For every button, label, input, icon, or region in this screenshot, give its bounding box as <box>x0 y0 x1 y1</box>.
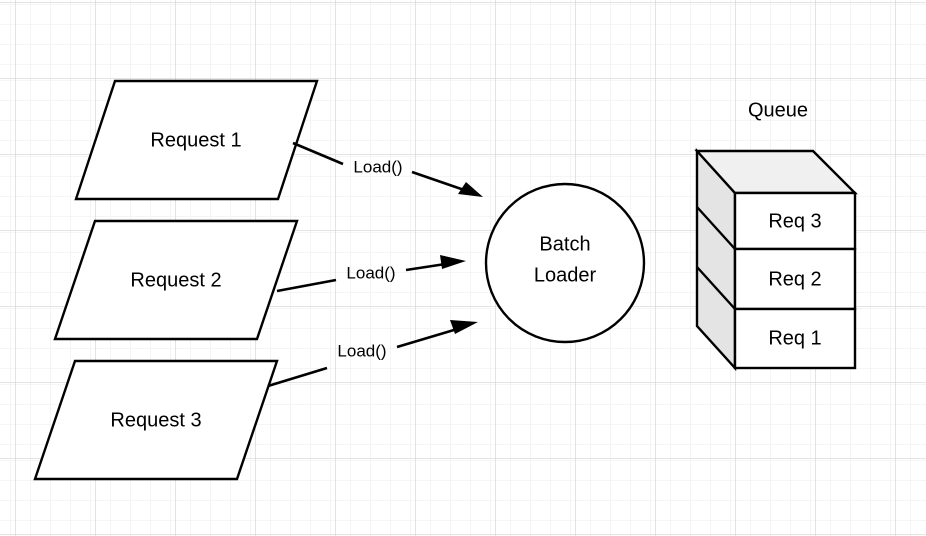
node-queue-stack[interactable]: Queue Req 3 Req 2 Req 1 <box>694 99 858 372</box>
queue-item-3-box[interactable] <box>733 191 857 251</box>
batch-loader-shape[interactable] <box>484 182 646 344</box>
queue-item-req-3[interactable]: Req 3 <box>733 191 857 251</box>
edge-3-arrowhead <box>450 320 478 334</box>
queue-item-req-2[interactable]: Req 2 <box>733 247 857 311</box>
request-3-label: Request 3 <box>110 409 201 431</box>
request-1-shape[interactable] <box>74 79 319 201</box>
queue-item-req-1[interactable]: Req 1 <box>733 307 857 370</box>
node-batch-loader[interactable]: Batch Loader <box>484 182 646 344</box>
queue-item-2-label: Req 2 <box>768 268 821 290</box>
edge-request-1-to-loader[interactable]: Load() <box>292 141 483 197</box>
edge-2-arrowhead <box>440 255 466 269</box>
queue-side-fold-2 <box>696 266 736 310</box>
edge-1-line[interactable] <box>292 141 471 194</box>
node-request-1[interactable]: Request 1 <box>74 79 319 201</box>
edge-1-arrowhead <box>458 182 483 197</box>
request-2-shape[interactable] <box>53 219 299 341</box>
queue-title: Queue <box>748 99 808 121</box>
node-request-2[interactable]: Request 2 <box>53 219 299 341</box>
batch-loader-label-line2: Loader <box>534 264 597 286</box>
edge-request-2-to-loader[interactable]: Load() <box>276 255 466 293</box>
edge-2-label: Load() <box>346 263 395 282</box>
queue-item-1-label: Req 1 <box>768 327 821 349</box>
queue-item-2-box[interactable] <box>733 247 857 311</box>
queue-side-fold-1 <box>696 206 736 250</box>
edge-3-line[interactable] <box>267 325 465 388</box>
edge-3-label: Load() <box>337 341 386 360</box>
request-1-label: Request 1 <box>150 129 241 151</box>
request-3-shape[interactable] <box>33 359 279 481</box>
request-2-label: Request 2 <box>130 269 221 291</box>
edge-1-label: Load() <box>353 157 402 176</box>
batch-loader-label-line1: Batch <box>539 233 590 255</box>
queue-item-1-box[interactable] <box>733 307 857 370</box>
node-request-3[interactable]: Request 3 <box>33 359 279 481</box>
queue-item-3-label: Req 3 <box>768 210 821 232</box>
edge-request-3-to-loader[interactable]: Load() <box>267 320 478 388</box>
